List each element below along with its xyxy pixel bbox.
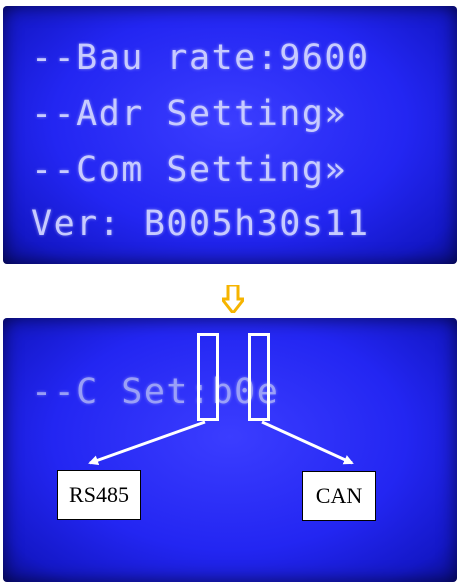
can-highlight-box bbox=[248, 333, 270, 421]
rs485-highlight-box bbox=[197, 333, 219, 421]
menu-item-com-setting[interactable]: --Com Setting» bbox=[31, 150, 348, 190]
com-setting-value: --C Set:b0e bbox=[31, 372, 280, 412]
menu-item-baud-rate[interactable]: --Bau rate:9600 bbox=[31, 38, 370, 78]
rs485-label: RS485 bbox=[57, 470, 141, 520]
firmware-version: Ver: B005h30s11 bbox=[31, 204, 370, 244]
can-label: CAN bbox=[302, 471, 376, 521]
lcd-screen-main-menu: --Bau rate:9600 --Adr Setting» --Com Set… bbox=[3, 6, 457, 264]
arrow-down-icon bbox=[222, 285, 244, 313]
lcd-screen-com-setting: --C Set:b0e bbox=[3, 318, 457, 582]
menu-item-address-setting[interactable]: --Adr Setting» bbox=[31, 94, 348, 134]
